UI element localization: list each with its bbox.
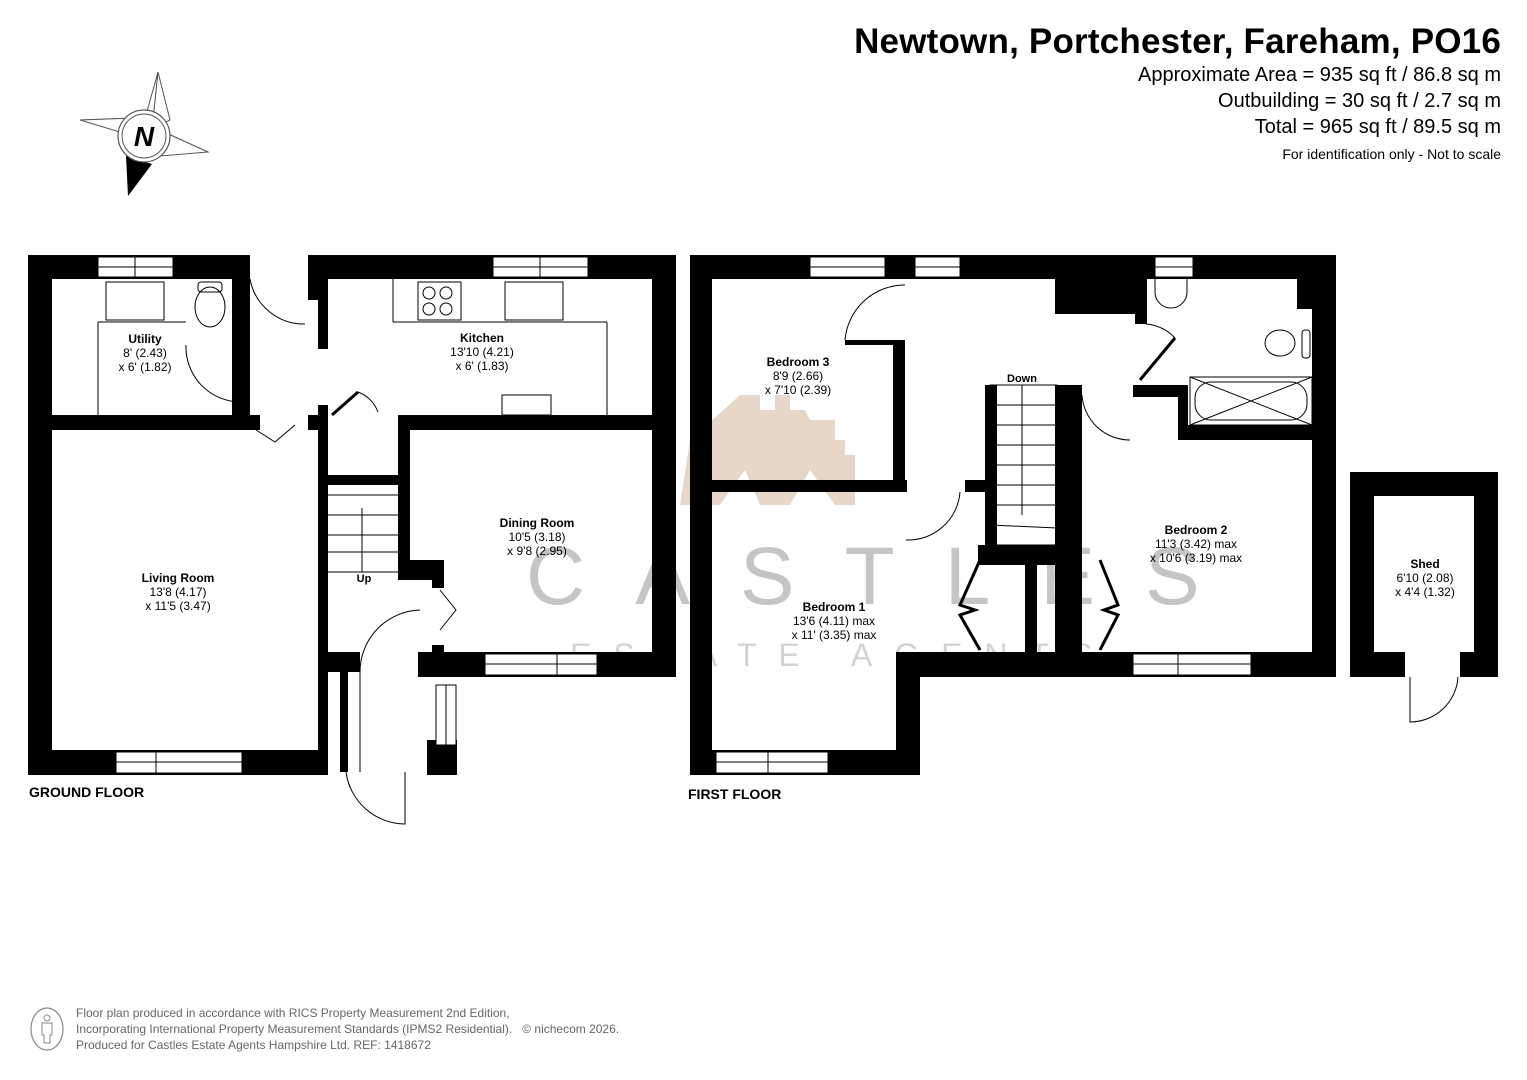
room-dim: 6'10 (2.08) bbox=[1396, 571, 1454, 585]
room-name: Living Room bbox=[141, 571, 215, 585]
room-dim: 11'3 (3.42) max bbox=[1154, 537, 1238, 551]
room-dim: x 6' (1.83) bbox=[455, 359, 509, 373]
room-name: Bedroom 2 bbox=[1164, 523, 1228, 537]
room-dim: x 10'6 (3.19) max bbox=[1149, 551, 1243, 565]
room-label-kitchen: Kitchen 13'10 (4.21) x 6' (1.83) bbox=[450, 331, 514, 373]
north-arrow-icon: N bbox=[79, 71, 210, 196]
room-dim: 13'6 (4.11) max bbox=[792, 614, 876, 628]
total-area: Total = 965 sq ft / 89.5 sq m bbox=[1254, 116, 1501, 138]
room-label-bedroom-1: Bedroom 1 13'6 (4.11) max x 11' (3.35) m… bbox=[792, 600, 877, 642]
room-name: Shed bbox=[1410, 557, 1440, 571]
room-dim: x 6' (1.82) bbox=[118, 360, 172, 374]
room-label-bedroom-3: Bedroom 3 8'9 (2.66) x 7'10 (2.39) bbox=[765, 355, 831, 397]
room-name: Utility bbox=[128, 332, 162, 346]
room-dim: 13'10 (4.21) bbox=[450, 345, 514, 359]
room-dim: x 11' (3.35) max bbox=[791, 628, 877, 642]
footer-text: Floor plan produced in accordance with R… bbox=[76, 1005, 619, 1053]
room-label-living-room: Living Room 13'8 (4.17) x 11'5 (3.47) bbox=[142, 571, 215, 613]
room-dim: 13'8 (4.17) bbox=[149, 585, 207, 599]
room-name: Dining Room bbox=[499, 516, 575, 530]
watermark-brand: CASTLES bbox=[526, 531, 1250, 622]
svg-text:N: N bbox=[134, 121, 155, 152]
footer-line-1: Floor plan produced in accordance with R… bbox=[76, 1006, 510, 1020]
approximate-area: Approximate Area = 935 sq ft / 86.8 sq m bbox=[1138, 64, 1501, 86]
room-label-bedroom-2: Bedroom 2 11'3 (3.42) max x 10'6 (3.19) … bbox=[1150, 523, 1242, 565]
property-title: Newtown, Portchester, Fareham, PO16 bbox=[854, 22, 1501, 61]
room-name: Bedroom 1 bbox=[802, 600, 866, 614]
room-dim: x 4'4 (1.32) bbox=[1395, 585, 1455, 599]
room-dim: x 11'5 (3.47) bbox=[145, 599, 211, 613]
person-icon bbox=[30, 1007, 64, 1051]
room-label-shed: Shed 6'10 (2.08) x 4'4 (1.32) bbox=[1395, 557, 1455, 599]
footer-line-2: Incorporating International Property Mea… bbox=[76, 1022, 513, 1036]
room-dim: x 7'10 (2.39) bbox=[764, 383, 832, 397]
copyright: © nichecom 2026. bbox=[522, 1022, 620, 1036]
room-dim: 8'9 (2.66) bbox=[772, 369, 824, 383]
room-name: Bedroom 3 bbox=[766, 355, 830, 369]
first-floor-label: FIRST FLOOR bbox=[688, 786, 782, 802]
disclaimer: For identification only - Not to scale bbox=[1282, 146, 1501, 162]
footer-line-3: Produced for Castles Estate Agents Hamps… bbox=[76, 1038, 431, 1052]
room-dim: x 9'8 (2.95) bbox=[507, 544, 567, 558]
room-dim: 10'5 (3.18) bbox=[508, 530, 566, 544]
room-dim: 8' (2.43) bbox=[123, 346, 167, 360]
title-block: Newtown, Portchester, Fareham, PO16 Appr… bbox=[854, 22, 1501, 162]
room-label-utility: Utility 8' (2.43) x 6' (1.82) bbox=[119, 332, 172, 374]
room-label-dining-room: Dining Room 10'5 (3.18) x 9'8 (2.95) bbox=[500, 516, 575, 558]
footer: Floor plan produced in accordance with R… bbox=[28, 1005, 619, 1053]
outbuilding-area: Outbuilding = 30 sq ft / 2.7 sq m bbox=[1218, 90, 1501, 112]
ground-floor-label: GROUND FLOOR bbox=[29, 784, 145, 800]
stairs-down-label: Down bbox=[1007, 373, 1037, 385]
stairs-up-label: Up bbox=[356, 573, 372, 585]
room-name: Kitchen bbox=[459, 331, 505, 345]
